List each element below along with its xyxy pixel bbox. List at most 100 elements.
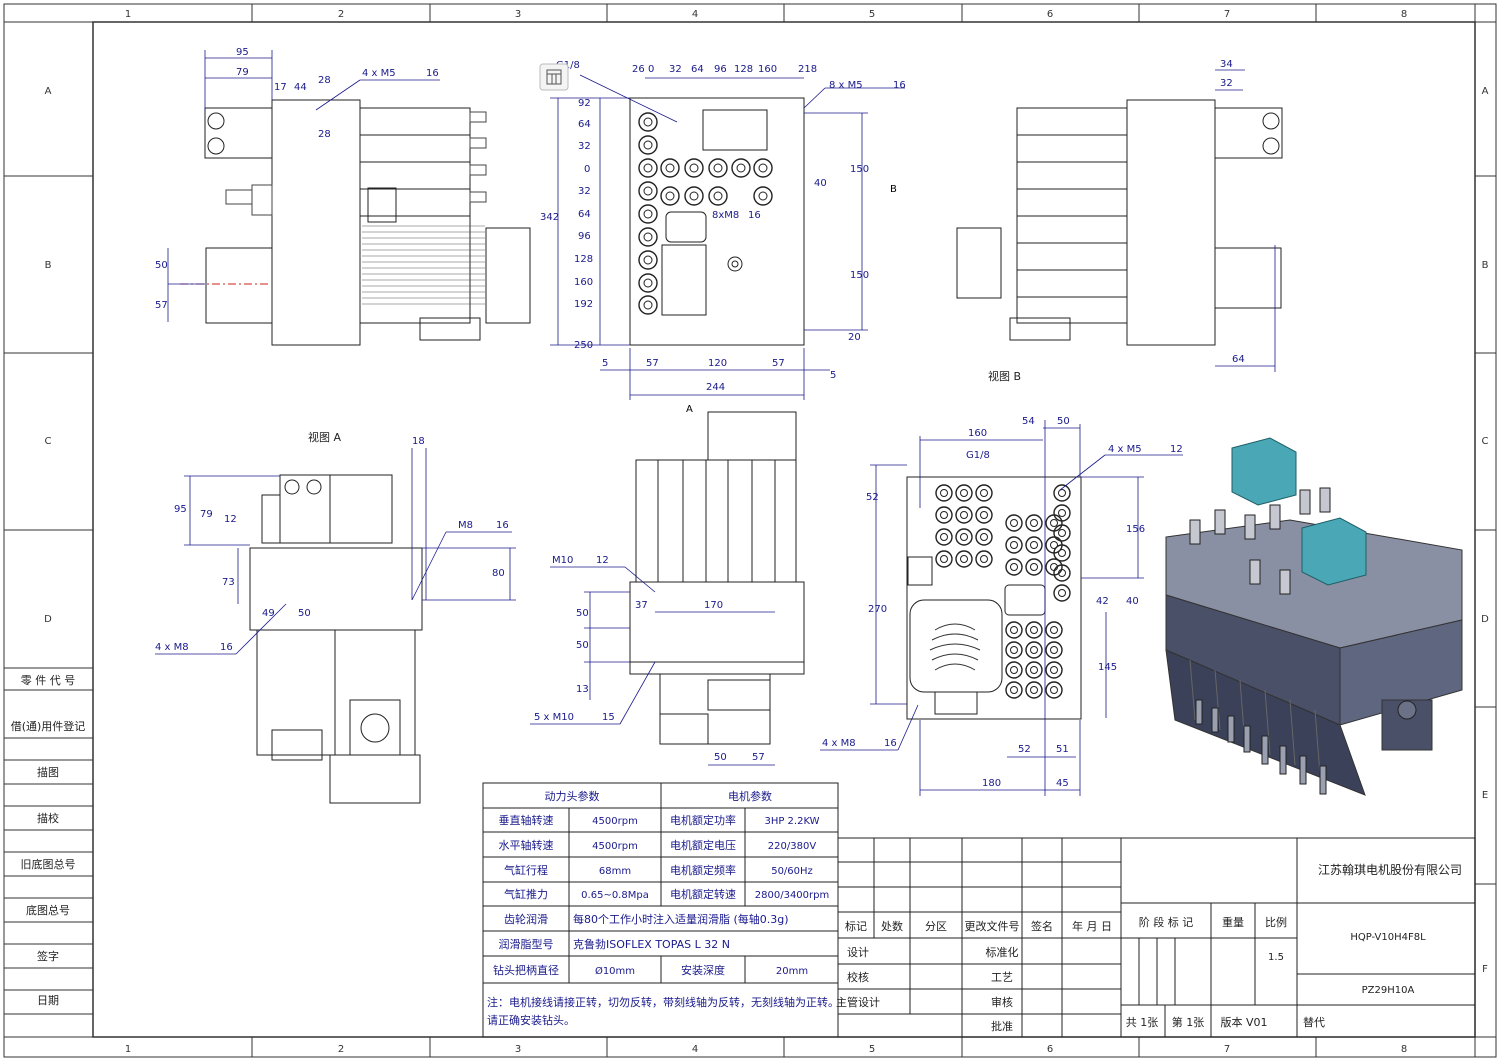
dim-label: 57	[772, 358, 785, 369]
tb-scale-value: 1.5	[1268, 952, 1284, 963]
param-label: 电机额定频率	[670, 863, 736, 877]
dim-label: 218	[798, 64, 817, 75]
dim-lines-mr	[820, 420, 1183, 796]
spindle-bore	[960, 533, 968, 541]
spindle-ring	[1053, 524, 1071, 542]
row-label: C	[45, 436, 52, 447]
row-label: F	[1482, 964, 1488, 975]
dim-label: 12	[1170, 444, 1183, 455]
spindle-bore	[940, 489, 948, 497]
dim-label: 92	[578, 98, 591, 109]
spindle-bore	[665, 191, 675, 201]
spindle-bore	[1030, 626, 1038, 634]
col-label: 5	[869, 1044, 875, 1055]
dim-label: 156	[1126, 524, 1145, 535]
row-label: A	[45, 86, 52, 97]
view-a	[249, 474, 423, 804]
params-header-left: 动力头参数	[545, 789, 600, 803]
dim-label: 20	[848, 332, 861, 343]
register-part-code: 零 件 代 号	[21, 674, 76, 687]
dim-label: 8 x M5	[829, 80, 863, 91]
spindle-ring	[1005, 681, 1023, 699]
spindle-ring	[1045, 621, 1063, 639]
spindle-ring	[1025, 681, 1043, 699]
row-label: B	[1482, 260, 1489, 271]
dim-label: 40	[814, 178, 827, 189]
dim-label: 12	[224, 514, 237, 525]
spindle-bore	[1058, 589, 1066, 597]
spindle-ring	[1045, 514, 1063, 532]
param-label: 电机额定转速	[670, 887, 736, 901]
spindle-ring	[731, 158, 751, 178]
dim-label: 150	[850, 164, 869, 175]
front-face-view	[629, 97, 805, 346]
dim-label: 64	[1232, 354, 1245, 365]
spindle-ring	[660, 158, 680, 178]
col-label: 1	[125, 1044, 131, 1055]
spindle-bore	[1050, 626, 1058, 634]
spindle-ring	[708, 186, 728, 206]
dim-label: 180	[982, 778, 1001, 789]
tb-role-process: 工艺	[991, 971, 1013, 984]
dim-lines-mc	[530, 566, 775, 766]
dim-label: 34	[1220, 59, 1233, 70]
col-label: 4	[692, 9, 698, 20]
dim-label: 28	[318, 129, 331, 140]
tb-label-signature: 签名	[1031, 919, 1053, 933]
spindle-ring	[638, 112, 658, 132]
wiring-note-line1: 注：电机接线请接正转，切勿反转，带刻线轴为反转，无刻线轴为正转。	[487, 995, 839, 1009]
dim-label: 57	[752, 752, 765, 763]
lubrication-value: 每80个工作小时注入适量润滑脂 (每轴0.3g)	[573, 912, 789, 926]
dim-label: 12	[596, 555, 609, 566]
col-label: 2	[338, 9, 344, 20]
spindle-bore	[713, 163, 723, 173]
dim-label: 64	[691, 64, 704, 75]
tb-label-mark: 标记	[845, 919, 867, 933]
dim-label: 42	[1096, 596, 1109, 607]
spindle-bore	[1010, 541, 1018, 549]
tb-sheets-total: 共 1张	[1126, 1016, 1159, 1029]
spindle-bore	[689, 163, 699, 173]
spindle-bore	[1030, 541, 1038, 549]
spindle-bore	[643, 140, 653, 150]
dim-label: 160	[968, 428, 987, 439]
spindle-bore	[980, 533, 988, 541]
dim-label: 16	[496, 520, 509, 531]
dim-label: 244	[706, 382, 725, 393]
calculator-icon[interactable]	[539, 63, 569, 91]
view-b-label: 视图 B	[988, 369, 1021, 383]
dim-label: 160	[758, 64, 777, 75]
tb-drawing-no: HQP-V10H4F8L	[1350, 932, 1426, 943]
dim-label: 40	[1126, 596, 1139, 607]
spindle-array-bottom	[935, 484, 1071, 699]
spindle-bore	[758, 191, 768, 201]
spindle-bore	[940, 511, 948, 519]
spindle-bore	[665, 163, 675, 173]
spindle-bore	[713, 191, 723, 201]
dim-label: 95	[174, 504, 187, 515]
spindle-ring	[975, 528, 993, 546]
spindle-ring	[935, 550, 953, 568]
dim-label: 17	[274, 82, 287, 93]
dim-label: 16	[426, 68, 439, 79]
dim-label: 50	[1057, 416, 1070, 427]
tb-role-approve: 批准	[991, 1019, 1013, 1033]
dim-label: 5 x M10	[534, 712, 574, 723]
register-trace-check: 描校	[37, 811, 59, 825]
spindle-ring	[955, 506, 973, 524]
dim-label: 32	[1220, 78, 1233, 89]
spindle-bore	[960, 489, 968, 497]
row-label: E	[1482, 790, 1488, 801]
spindle-bore	[643, 300, 653, 310]
tb-role-design: 设计	[847, 946, 869, 959]
tb-company: 江苏翰琪电机股份有限公司	[1318, 862, 1462, 877]
dim-lines-tl	[167, 50, 440, 322]
param-label: 钻头把柄直径	[493, 963, 559, 977]
spindle-ring	[975, 506, 993, 524]
tb-stage-label: 阶 段 标 记	[1139, 915, 1194, 929]
spindle-bore	[758, 163, 768, 173]
spindle-ring	[684, 186, 704, 206]
side-view-right	[956, 99, 1283, 346]
spindle-bore	[980, 555, 988, 563]
dim-label: 44	[294, 82, 307, 93]
